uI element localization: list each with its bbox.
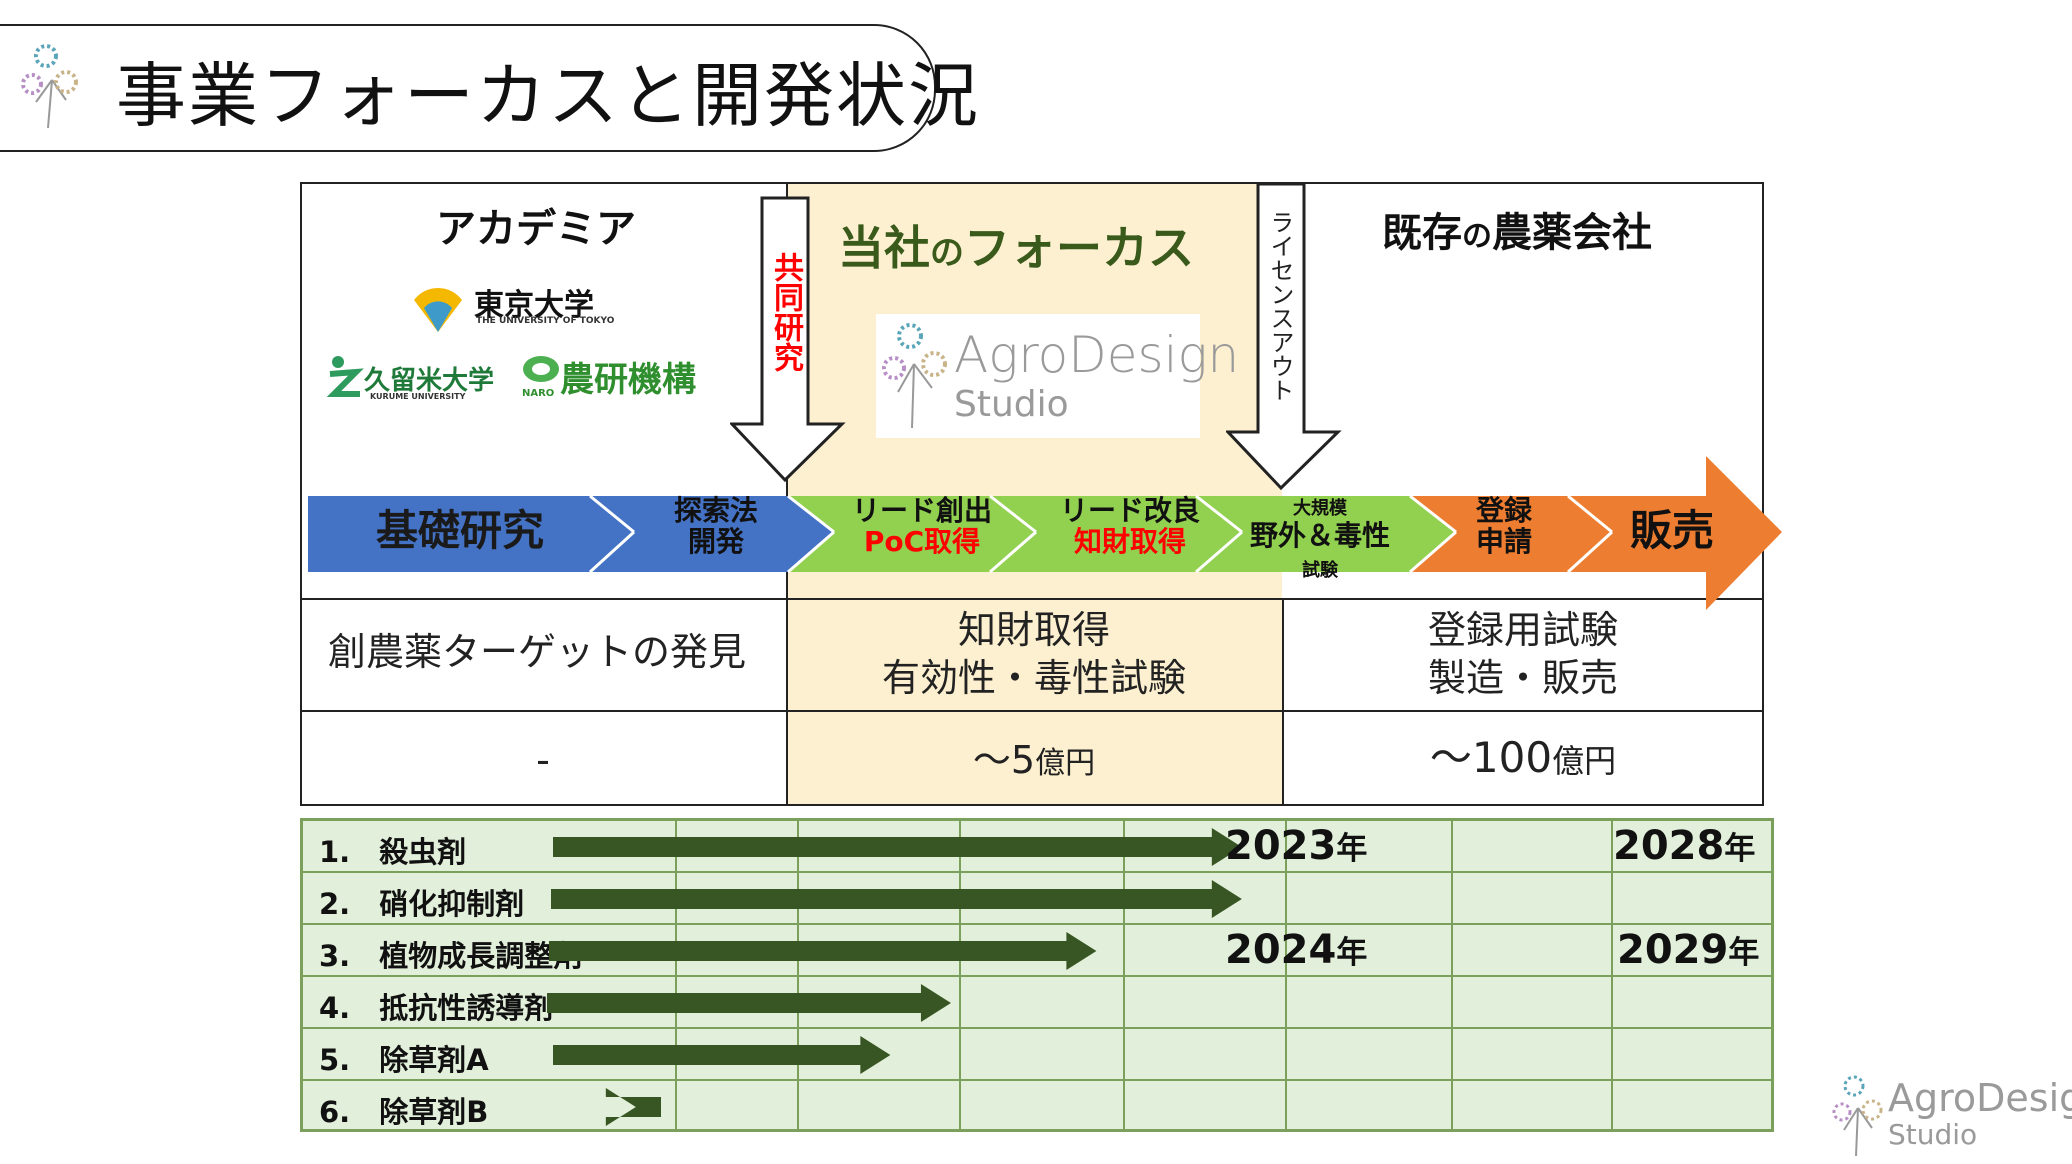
dandelion-logo-icon [1832,1075,1883,1157]
pipeline-col-divider [797,821,799,1129]
pipeline-row: 1. 殺虫剤 [303,821,1771,873]
pipeline-col-divider [1285,821,1287,1129]
utokyo-ginkgo-icon [414,288,462,332]
focus-column-highlight [786,184,1282,804]
stage-lead-optimization [992,496,1242,572]
pipeline-year-label: 2023年 [1225,823,1368,869]
pipeline-row: 5. 除草剤A [303,1029,1771,1081]
stage-label-registration: 登録申請 [1476,494,1533,558]
naro-leaf-icon [523,356,559,382]
stage-pipeline [308,456,1782,610]
row-divider [300,710,1764,712]
pipeline-progress-arrow [549,932,1097,970]
kurume-icon [326,356,364,397]
stage-label-discovery-method: 探索法開発 [674,494,759,558]
dandelion-logo-icon [21,44,78,129]
utokyo-logo: 東京大学 [474,288,594,323]
utokyo-logo-en: THE UNIVERSITY OF TOKYO [476,316,615,326]
market-existing: ～100億円 [1429,733,1617,782]
stage-label-field-toxicity: 大規模野外＆毒性試験 [1250,498,1391,581]
license-out-arrow [1226,182,1342,491]
pipeline-col-divider [1451,821,1453,1129]
pipeline-item-label: 6. 除草剤B [319,1095,489,1129]
stage-label-sales: 販売 [1630,506,1715,555]
stage-label-lead-optimization: リード改良知財取得 [1060,494,1201,558]
business-focus-diagram [300,182,1764,806]
pipeline-row-divider [303,1079,1771,1081]
stage-sales [1570,456,1782,610]
kurume-logo: 久留米大学 [364,366,495,396]
joint-research-label: 共同研究 [768,252,803,372]
naro-logo: 農研機構 [560,360,696,400]
agrodesign-logo-subtext: Studio [954,384,1069,425]
column-header-existing: 既存の農薬会社 [1382,210,1652,256]
activity-academia: 創農薬ターゲットの発見 [328,630,747,674]
pipeline-item-label: 3. 植物成長調整剤 [319,939,583,973]
stage-label-basic-research: 基礎研究 [376,506,545,555]
pipeline-item-label: 2. 硝化抑制剤 [319,887,525,921]
market-academia: - [536,738,550,782]
pipeline-row: 2. 硝化抑制剤 [303,873,1771,925]
activity-existing: 登録用試験製造・販売 [1427,608,1618,700]
pipeline-progress-arrow [547,984,951,1022]
stage-lead-creation [790,496,1036,572]
pipeline-row-divider [303,871,1771,873]
naro-logo-en: NARO [522,388,555,399]
footer-logo-subtext: Studio [1888,1118,1978,1151]
column-divider [1282,600,1284,804]
pipeline-col-divider [1123,821,1125,1129]
column-header-focus: 当社のフォーカス [838,221,1194,275]
stage-registration [1412,496,1612,572]
pipeline-progress-arrow [553,828,1242,866]
pipeline-col-divider [1611,821,1613,1129]
pipeline-year-label: 2029年 [1617,927,1760,973]
pipeline-item-label: 5. 除草剤A [319,1043,489,1077]
dandelion-logo-icon [882,323,947,429]
pipeline-col-divider [675,821,677,1129]
column-header-academia: アカデミア [436,206,636,252]
column-divider [786,184,788,804]
stage-discovery-method [592,496,834,572]
market-focus: ～5億円 [972,738,1096,782]
pipeline-row: 3. 植物成長調整剤 [303,925,1771,977]
pipeline-year-label: 2024年 [1225,927,1368,973]
pipeline-progress-arrow [605,1088,661,1126]
pipeline-row-divider [303,1027,1771,1029]
title-banner [0,24,936,152]
row-divider [300,598,1764,600]
pipeline-table: 1. 殺虫剤 2. 硝化抑制剤 3. 植物成長調整剤 4. 抵抗性誘導剤 5. … [300,818,1774,1132]
kurume-logo-en: KURUME UNIVERSITY [370,392,466,401]
pipeline-progress-arrow [551,880,1242,918]
pipeline-progress-bars [547,828,1242,1126]
activity-focus: 知財取得有効性・毒性試験 [881,608,1186,700]
pipeline-year-label: 2028年 [1613,823,1756,869]
page-title: 事業フォーカスと開発状況 [116,55,980,137]
pipeline-row-divider [303,975,1771,977]
stage-basic-research [308,496,634,572]
pipeline-row-divider [303,923,1771,925]
pipeline-progress-arrow [553,1036,891,1074]
stage-field-toxicity [1198,496,1456,572]
pipeline-row: 6. 除草剤B [303,1081,1771,1133]
pipeline-row: 4. 抵抗性誘導剤 [303,977,1771,1029]
agrodesign-logo-text: AgroDesign [954,326,1240,384]
pipeline-item-label: 4. 抵抗性誘導剤 [319,991,554,1025]
joint-research-arrow [730,196,846,483]
license-out-label: ライセンスアウト [1266,210,1294,402]
pipeline-col-divider [959,821,961,1129]
footer-logo-text: AgroDesign [1888,1076,2072,1120]
pipeline-item-label: 1. 殺虫剤 [319,835,467,869]
